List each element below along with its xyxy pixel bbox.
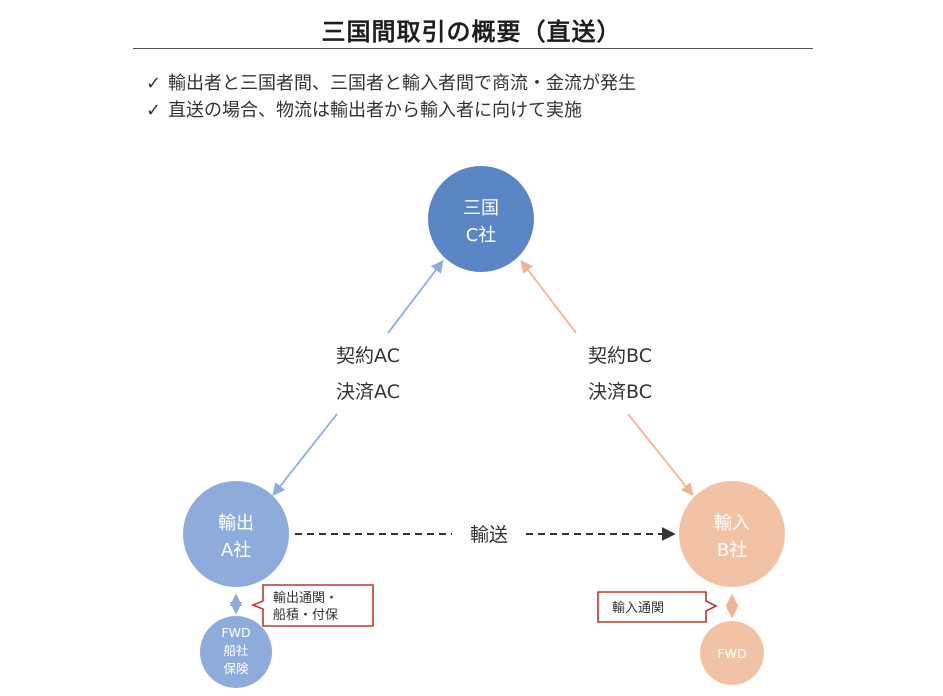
check-icon: ✓ [146,73,162,94]
node-a: 輸出 A社 [183,481,289,587]
node-c: 三国 C社 [428,166,534,272]
title-divider [133,48,813,49]
edge-bc-lower-arrow [627,413,694,496]
callout-a-box [250,584,374,627]
edge-ac-label-contract: 契約AC [336,345,400,367]
node-c-circle [428,166,534,272]
edge-ac-upper-arrow [387,259,444,334]
node-fwd-a-circle [200,616,272,688]
edge-ac-label-payment: 決済AC [336,381,400,403]
node-c-label-1: 三国 [463,198,499,219]
node-fwd-b-label: FWD [717,646,746,661]
page-title: 三国間取引の概要（直送） [321,18,622,46]
node-a-circle [183,481,289,587]
node-fwd-a-label-3: 保険 [223,661,249,676]
node-fwd-a-label-2: 船社 [223,643,248,658]
bullet-item: ✓ 直送の場合、物流は輸出者から輸入者に向けて実施 [146,97,636,124]
callout-b: 輸入通関 [597,591,718,623]
node-a-label-2: A社 [221,540,251,561]
node-b-circle [679,481,785,587]
node-fwd-a: FWD 船社 保険 [200,616,272,688]
node-b-label-2: B社 [717,540,747,561]
check-icon: ✓ [146,100,162,121]
edge-bc-upper-arrow [520,259,577,334]
callout-a-line-1: 輸出通関・ [273,591,338,606]
node-fwd-b-circle [700,621,764,685]
node-a-label-1: 輸出 [218,513,254,534]
bullet-text: 直送の場合、物流は輸出者から輸入者に向けて実施 [168,100,582,121]
callout-b-box [597,591,718,623]
node-b: 輸入 B社 [679,481,785,587]
bullet-list: ✓ 輸出者と三国者間、三国者と輸入者間で商流・金流が発生 ✓ 直送の場合、物流は… [146,70,636,124]
shipping-label: 輸送 [470,524,508,546]
bullet-text: 輸出者と三国者間、三国者と輸入者間で商流・金流が発生 [168,73,636,94]
edge-bc-label-contract: 契約BC [588,345,652,367]
bullet-item: ✓ 輸出者と三国者間、三国者と輸入者間で商流・金流が発生 [146,70,636,97]
node-c-label-2: C社 [466,225,497,246]
node-fwd-b: FWD [700,621,764,685]
edge-ac-lower-arrow [272,413,338,496]
node-b-label-1: 輸入 [714,513,750,534]
callout-a: 輸出通関・ 船積・付保 [250,584,374,627]
edge-bc-label-payment: 決済BC [588,381,652,403]
callout-b-line-1: 輸入通関 [612,601,664,616]
callout-a-line-2: 船積・付保 [273,608,338,623]
node-fwd-a-label-1: FWD [221,625,250,640]
